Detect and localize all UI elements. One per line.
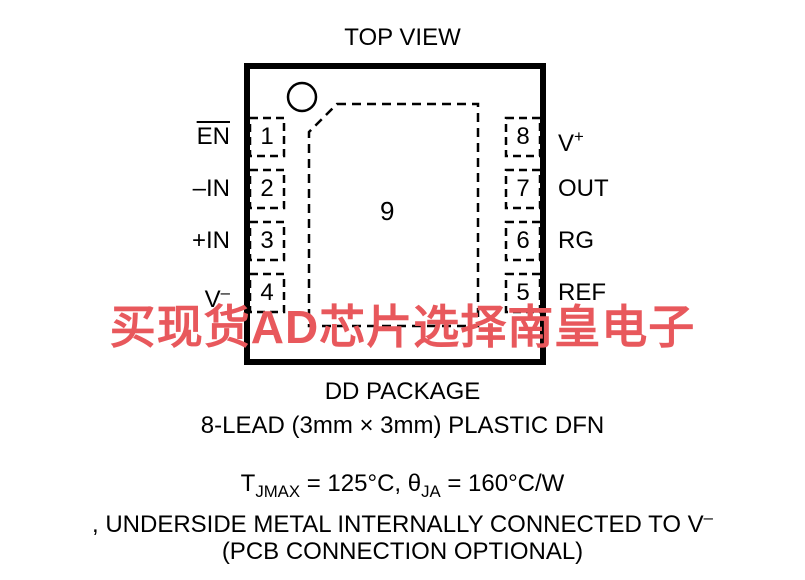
- pin1-marker: [286, 81, 318, 113]
- pin-pad-4: [248, 272, 286, 314]
- pin-number-5: 5: [516, 279, 530, 306]
- pin-number-7: 7: [516, 175, 530, 202]
- pin-number-4: 4: [260, 279, 274, 306]
- pin-pad-6: [504, 220, 542, 262]
- pin-pad-3: [248, 220, 286, 262]
- pin-number-3: 3: [260, 227, 274, 254]
- caption-pcb: (PCB CONNECTION OPTIONAL): [221, 538, 584, 565]
- thermal-end: = 160°C/W: [440, 470, 565, 497]
- pin-number-1: 1: [260, 123, 274, 150]
- pin-number-8: 8: [516, 123, 530, 150]
- thermal-t: T: [240, 470, 256, 497]
- pin-label-5: REF: [558, 279, 606, 307]
- pin-label-8: V+: [558, 123, 584, 158]
- underside-sup: –: [703, 508, 713, 527]
- pin-pad-2: [248, 168, 286, 210]
- pin-label-2-text: –IN: [192, 175, 230, 202]
- package-body: [244, 63, 546, 365]
- top-view-label: TOP VIEW: [344, 24, 461, 51]
- pin-label-8-text: V: [558, 130, 575, 158]
- watermark-text: 买现货AD芯片选择南皇电子: [109, 301, 696, 353]
- underside-text: , UNDERSIDE METAL INTERNALLY CONNECTED T…: [91, 511, 704, 539]
- pin-label-6: RG: [558, 227, 594, 255]
- pin-label-3: +IN: [110, 227, 230, 255]
- pin-number-2: 2: [260, 175, 274, 202]
- pin-label-1-text: EN: [196, 123, 230, 150]
- pin-label-8-sup: +: [574, 127, 584, 146]
- caption-thermal: TJMAX = 125°C, θJA = 160°C/W: [0, 470, 805, 506]
- pin-pad-5: [504, 272, 542, 314]
- exposed-pad-number: 9: [380, 196, 395, 226]
- pin-label-4-text: V: [204, 286, 221, 314]
- pin-label-2: –IN: [110, 175, 230, 203]
- pin-pad-7: [504, 168, 542, 210]
- caption-lead: 8-LEAD (3mm × 3mm) PLASTIC DFN: [200, 412, 605, 439]
- pin-label-1: EN: [110, 123, 230, 151]
- thermal-mid: = 125°C, θ: [300, 470, 422, 497]
- caption-package: DD PACKAGE: [324, 378, 481, 405]
- pin-pad-8: [504, 116, 542, 158]
- pin-label-6-text: RG: [558, 227, 594, 254]
- pin-label-7-text: OUT: [558, 175, 609, 202]
- pin-number-6: 6: [516, 227, 530, 254]
- pin-label-3-text: +IN: [191, 227, 230, 254]
- pin-label-5-text: REF: [558, 279, 606, 306]
- caption-underside: , UNDERSIDE METAL INTERNALLY CONNECTED T…: [0, 504, 805, 539]
- thermal-t-sub: JMAX: [255, 481, 301, 501]
- pin-pad-1: [248, 116, 286, 158]
- pin-label-4-sup: –: [220, 283, 230, 302]
- pin-label-4: V–: [110, 279, 230, 314]
- thermal-theta-sub: JA: [421, 481, 441, 501]
- pin-label-7: OUT: [558, 175, 609, 203]
